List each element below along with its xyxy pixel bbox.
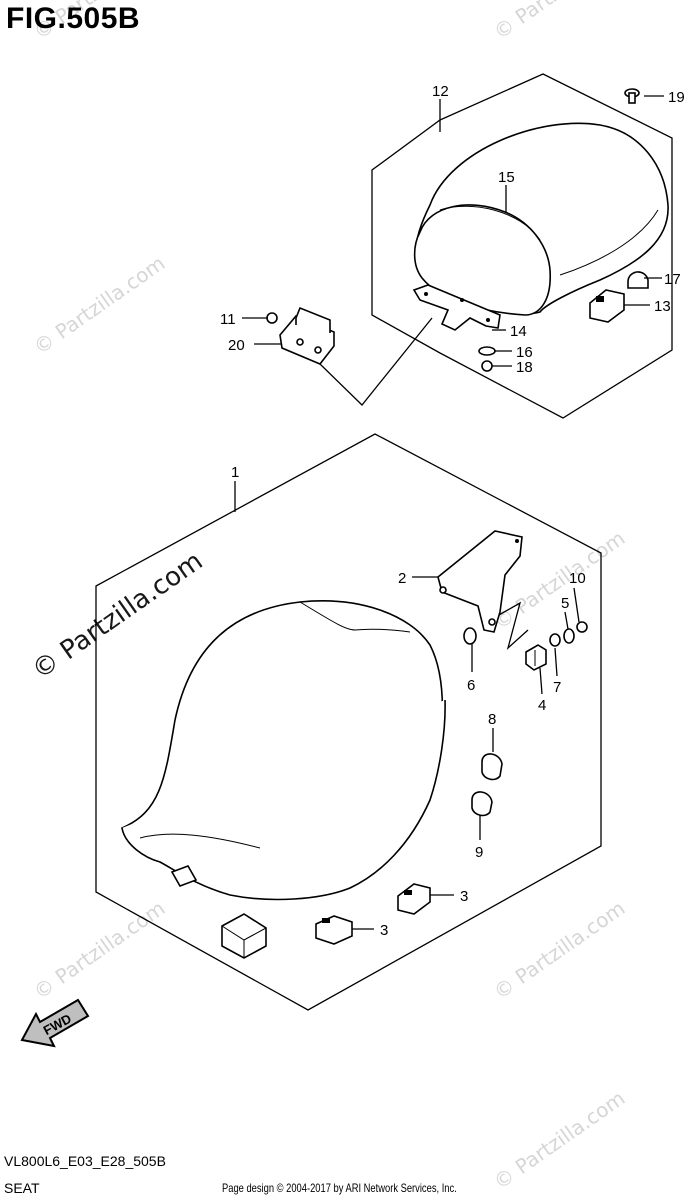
bolt — [266, 312, 278, 324]
cushion — [481, 753, 503, 781]
rubber-washer — [463, 627, 477, 645]
pillion-seat — [413, 122, 669, 316]
rear-seat-group-frame — [371, 73, 673, 419]
seat-damper-pad — [315, 915, 353, 945]
connector-line — [319, 317, 433, 406]
figure-title: FIG.505B — [6, 2, 141, 35]
callout-4: 4 — [538, 697, 546, 714]
front-seat-bracket — [437, 530, 523, 633]
pillion-bracket — [412, 284, 501, 331]
callout-8: 8 — [488, 711, 496, 728]
nut — [576, 621, 588, 633]
page-credit: Page design © 2004-2017 by ARI Network S… — [222, 1181, 457, 1195]
leader-lines — [234, 95, 664, 930]
callout-12: 12 — [432, 83, 449, 100]
nut — [481, 360, 493, 372]
fwd-direction-badge: FWD — [20, 998, 90, 1048]
watermark-text: © Partzilla.com — [489, 896, 629, 1004]
callout-1: 1 — [231, 464, 239, 481]
watermark-text: © Partzilla.com — [489, 0, 629, 44]
callout-11: 11 — [220, 311, 236, 328]
cushion — [471, 791, 493, 817]
callout-5: 5 — [561, 595, 569, 612]
main-seat — [121, 600, 446, 901]
seat-damper-pad — [397, 883, 431, 915]
callout-labels: 12 19 15 17 13 14 16 18 11 20 1 2 10 5 6… — [220, 83, 685, 939]
diagram-code: VL800L6_E03_E28_505B — [4, 1153, 166, 1169]
connector-line — [498, 601, 529, 650]
washer — [563, 628, 575, 644]
watermark-text: © Partzilla.com — [489, 1086, 629, 1194]
callout-19: 19 — [668, 89, 685, 106]
callout-10: 10 — [569, 570, 586, 587]
caution-label — [221, 913, 267, 959]
callout-15: 15 — [498, 169, 515, 186]
rear-damper-pad — [589, 289, 625, 323]
seat-damper — [525, 644, 547, 671]
front-seat-group-frame — [95, 433, 602, 1011]
callout-20: 20 — [228, 337, 245, 354]
callout-18: 18 — [516, 359, 533, 376]
callout-17: 17 — [664, 271, 681, 288]
callout-3: 3 — [380, 922, 388, 939]
callout-3: 3 — [460, 888, 468, 905]
callout-14: 14 — [510, 323, 527, 340]
callout-16: 16 — [516, 344, 533, 361]
watermark-text: © Partzilla.com — [29, 251, 169, 359]
watermark-text: © Partzilla.com — [27, 546, 209, 686]
spacer — [549, 633, 561, 647]
callout-6: 6 — [467, 677, 475, 694]
cap-nut — [627, 271, 649, 289]
screw — [624, 88, 640, 104]
callout-9: 9 — [475, 844, 483, 861]
rear-seat-hook — [279, 306, 335, 365]
callout-13: 13 — [654, 298, 671, 315]
callout-2: 2 — [398, 570, 406, 587]
callout-7: 7 — [553, 679, 561, 696]
section-name: SEAT — [4, 1180, 40, 1196]
washer — [478, 346, 496, 356]
watermark-text: © Partzilla.com — [29, 896, 169, 1004]
